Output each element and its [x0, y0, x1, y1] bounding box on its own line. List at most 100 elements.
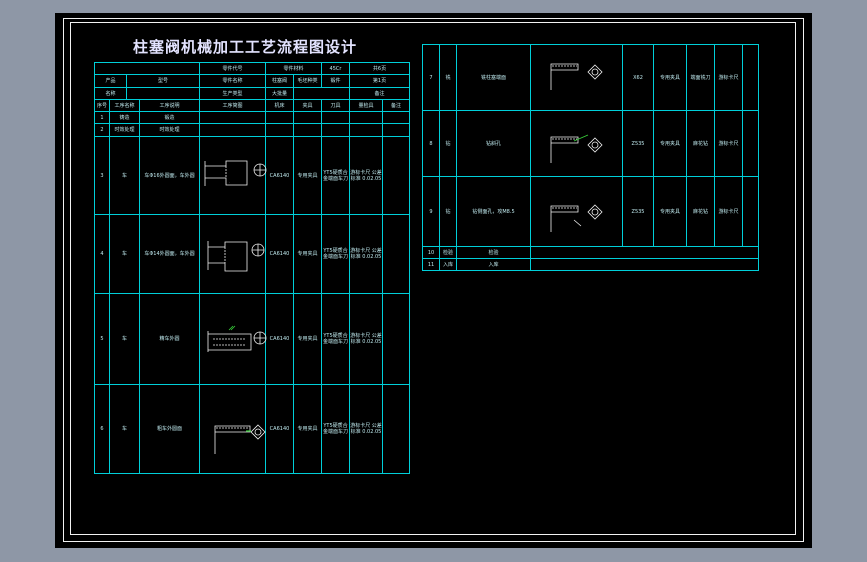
op-tool: 麻花钻: [686, 110, 715, 177]
op-no: 5: [94, 293, 110, 385]
table-cell: [199, 123, 266, 137]
op-row: 6 车 粗车外圆面 CA6140 专用夹具 YT5硬质合金端面车刀 游标卡尺 公…: [94, 384, 411, 474]
op-no: 10: [422, 246, 440, 259]
header-cell: 柱塞阀: [265, 74, 294, 88]
op-name: 车: [109, 384, 140, 474]
header-cell: 备注: [349, 87, 411, 100]
op-fixture: 专用夹具: [292, 214, 323, 294]
op-machine: Z535: [622, 176, 654, 247]
op-sketch: [199, 136, 266, 215]
table-cell: [321, 111, 351, 124]
op-no: 2: [94, 123, 110, 137]
op-sketch: [530, 110, 623, 177]
op-tool: YT5硬质合金端面车刀: [321, 214, 351, 294]
op-machine: CA6140: [265, 384, 294, 474]
header-row-3: 名称 生产类型 大批量 备注: [94, 87, 411, 100]
col-header-gauge: 量检具: [349, 99, 384, 112]
header-cell: 名称: [94, 87, 127, 100]
table-cell: [292, 111, 323, 124]
op-fixture: 专用夹具: [653, 44, 687, 111]
table-cell: [199, 111, 266, 124]
col-header-tool: 刀具: [321, 99, 351, 112]
op-content: 车Φ14外圆面，车外圆: [139, 214, 200, 294]
col-header-name: 工序名称: [109, 99, 140, 112]
op-row: 11 入库 入库: [422, 258, 759, 271]
op-tool: YT5硬质合金端面车刀: [321, 293, 351, 385]
table-cell: [742, 44, 759, 111]
op-no: 11: [422, 258, 440, 271]
op-content: 锻造: [139, 111, 200, 124]
col-header-seq: 序号: [94, 99, 110, 112]
op-name: 入库: [439, 258, 457, 271]
op-machine: CA6140: [265, 214, 294, 294]
table-cell: [292, 123, 323, 137]
table-cell: [382, 136, 411, 215]
header-cell: [126, 87, 200, 100]
header-cell: 生产类型: [199, 87, 266, 100]
process-sketch-7: [550, 63, 603, 90]
op-no: 1: [94, 111, 110, 124]
col-header-fixture: 夹具: [292, 99, 323, 112]
op-gauge: 游标卡尺: [714, 44, 743, 111]
col-header-remark: 备注: [382, 99, 411, 112]
op-machine: X62: [622, 44, 654, 111]
table-cell: [382, 111, 411, 124]
op-name: 车: [109, 136, 140, 215]
op-gauge: 游标卡尺: [714, 110, 743, 177]
header-cell: 第1页: [349, 74, 411, 88]
op-name: 车: [109, 214, 140, 294]
op-name: 钻: [439, 176, 457, 247]
header-cell: 大批量: [265, 87, 294, 100]
table-cell: [382, 293, 411, 385]
col-header-sketch: 工序简图: [199, 99, 266, 112]
op-no: 8: [422, 110, 440, 177]
op-tool: 端面铣刀: [686, 44, 715, 111]
header-row-1: 零件代号 零件材料 45Cr 共6页: [94, 62, 411, 75]
col-header-machine: 机床: [265, 99, 294, 112]
process-sketch-5: [207, 325, 267, 352]
op-fixture: 专用夹具: [292, 293, 323, 385]
header-cell: [94, 62, 200, 75]
table-cell: [530, 246, 759, 259]
op-gauge: 游标卡尺 公差标准 0.02.05: [349, 293, 384, 385]
op-gauge: 游标卡尺 公差标准 0.02.05: [349, 214, 384, 294]
op-no: 4: [94, 214, 110, 294]
process-sketch-3: ·: [204, 160, 267, 186]
header-row-2: 产品 型号 零件名称 柱塞阀 毛坯种类 锻件 第1页: [94, 74, 411, 88]
op-tool: 麻花钻: [686, 176, 715, 247]
op-row: 8 钻 钻斜孔 Z535 专用夹具 麻花钻 游标卡尺: [422, 110, 759, 177]
table-cell: [382, 214, 411, 294]
table-cell: [742, 176, 759, 247]
op-row: 7 铣 铣柱塞端面 X62 专用夹具 端面铣刀 游标卡尺: [422, 44, 759, 111]
header-cell: 共6页: [349, 62, 411, 75]
table-cell: [349, 123, 384, 137]
header-cell: 45Cr: [321, 62, 351, 75]
left-process-table: 零件代号 零件材料 45Cr 共6页 产品 型号 零件名称 柱塞阀 毛坯种类 锻…: [94, 62, 411, 474]
header-cell: 产品: [94, 74, 127, 88]
op-content: 钻斜孔: [456, 110, 531, 177]
op-row: 10 检验 检验: [422, 246, 759, 259]
right-process-table: 7 铣 铣柱塞端面 X62 专用夹具 端面铣刀 游标卡尺 8 钻 钻斜孔 Z53…: [422, 44, 759, 271]
op-content: 时效处理: [139, 123, 200, 137]
op-gauge: 游标卡尺 公差标准 0.02.05: [349, 384, 384, 474]
op-content: 入库: [456, 258, 531, 271]
drawing-border-inner: [70, 22, 796, 535]
op-content: 钻侧面孔，攻M8.5: [456, 176, 531, 247]
header-cell: 型号: [126, 74, 200, 88]
op-no: 3: [94, 136, 110, 215]
op-content: 车Φ16外圆面，车外圆: [139, 136, 200, 215]
table-cell: [265, 123, 294, 137]
table-cell: [265, 111, 294, 124]
op-name: 时效处理: [109, 123, 140, 137]
op-name: 钻: [439, 110, 457, 177]
op-row: 5 车 精车外圆 CA6140 专用夹具 YT5硬质合金端面车刀 游标卡尺 公差…: [94, 293, 411, 385]
op-row: 4 车 车Φ14外圆面，车外圆 CA6140 专用夹具 YT5硬质合金端面车刀 …: [94, 214, 411, 294]
col-header-content: 工序说明: [139, 99, 200, 112]
op-sketch: [199, 384, 266, 474]
op-fixture: 专用夹具: [292, 384, 323, 474]
op-content: 铣柱塞端面: [456, 44, 531, 111]
op-tool: YT5硬质合金端面车刀: [321, 384, 351, 474]
op-fixture: 专用夹具: [292, 136, 323, 215]
op-machine: CA6140: [265, 293, 294, 385]
process-sketch-4: [207, 241, 265, 272]
